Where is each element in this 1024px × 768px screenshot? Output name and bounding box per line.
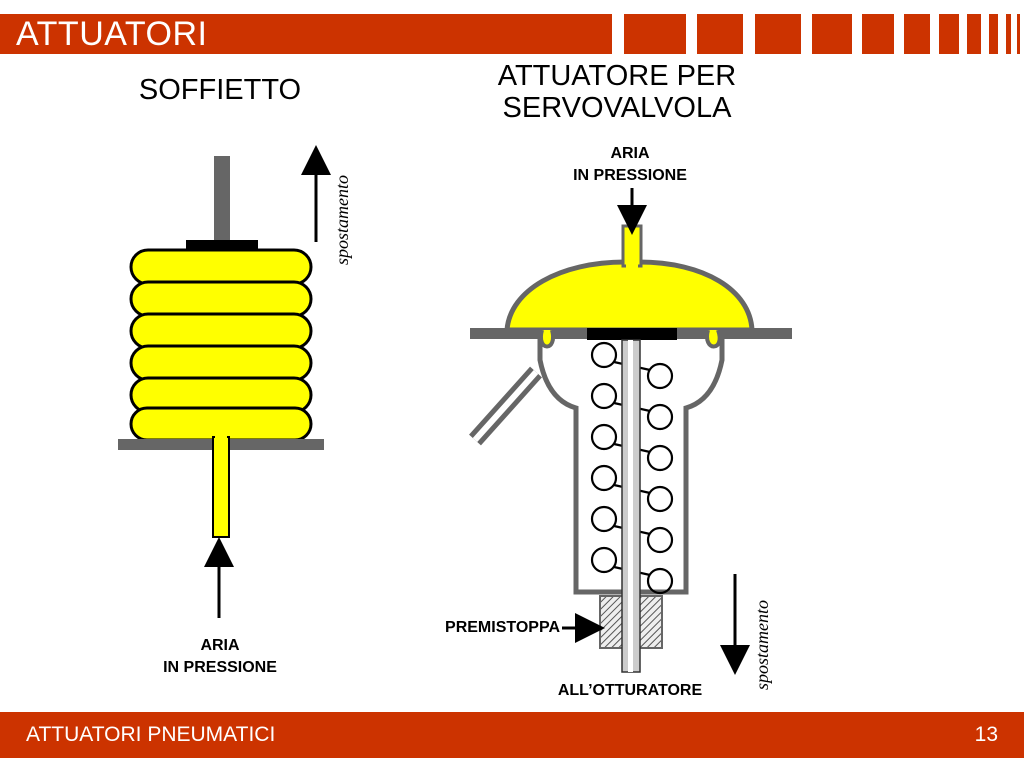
servovalve-air-label: ARIA IN PRESSIONE bbox=[540, 143, 720, 187]
displacement-label: spostamento bbox=[752, 600, 772, 690]
bellows-body bbox=[129, 248, 313, 442]
header-stripe bbox=[624, 14, 686, 54]
plug-label: ALL’OTTURATORE bbox=[557, 682, 703, 699]
page-title: ATTUATORI bbox=[16, 15, 208, 53]
bellows-air-label: ARIA IN PRESSIONE bbox=[130, 635, 310, 679]
header-stripe bbox=[697, 14, 743, 54]
header-stripe bbox=[755, 14, 801, 54]
header-stripe bbox=[939, 14, 959, 54]
bellows-rod bbox=[214, 156, 230, 242]
displacement-label: spostamento bbox=[332, 175, 352, 265]
header-bar bbox=[0, 14, 612, 54]
air-label-line1: ARIA bbox=[610, 145, 650, 162]
footer-title: ATTUATORI PNEUMATICI bbox=[26, 723, 276, 746]
spring bbox=[590, 341, 674, 595]
servovalve-title-line2: SERVOVALVOLA bbox=[502, 92, 732, 124]
header-stripe bbox=[1017, 14, 1020, 54]
bellows-actuator: spostamento bbox=[118, 145, 352, 618]
header-stripe bbox=[967, 14, 981, 54]
header-stripe bbox=[904, 14, 930, 54]
air-label-line1: ARIA bbox=[200, 637, 240, 654]
side-tube bbox=[469, 366, 542, 446]
bellows-title: SOFFIETTO bbox=[138, 74, 302, 106]
air-inlet-pipe bbox=[212, 436, 230, 538]
footer-bar bbox=[0, 712, 1024, 758]
page-number: 13 bbox=[974, 723, 998, 746]
header-stripe bbox=[989, 14, 998, 54]
pressure-chamber bbox=[504, 259, 755, 333]
air-label-line2: IN PRESSIONE bbox=[163, 659, 277, 676]
air-label-line2: IN PRESSIONE bbox=[573, 167, 687, 184]
packing-label: PREMISTOPPA bbox=[445, 619, 560, 636]
bellows-top-plate bbox=[186, 240, 258, 251]
diaphragm-edge-left bbox=[538, 329, 556, 349]
diaphragm-edge-right bbox=[705, 329, 722, 349]
servovalve-title: ATTUATORE PER SERVOVALVOLA bbox=[467, 60, 767, 124]
servovalve-actuator: spostamento bbox=[469, 188, 792, 690]
servovalve-title-line1: ATTUATORE PER bbox=[497, 60, 737, 92]
header-stripe bbox=[812, 14, 852, 54]
header-stripe bbox=[862, 14, 894, 54]
diaphragm-plate bbox=[587, 328, 677, 340]
header-stripe bbox=[1006, 14, 1011, 54]
